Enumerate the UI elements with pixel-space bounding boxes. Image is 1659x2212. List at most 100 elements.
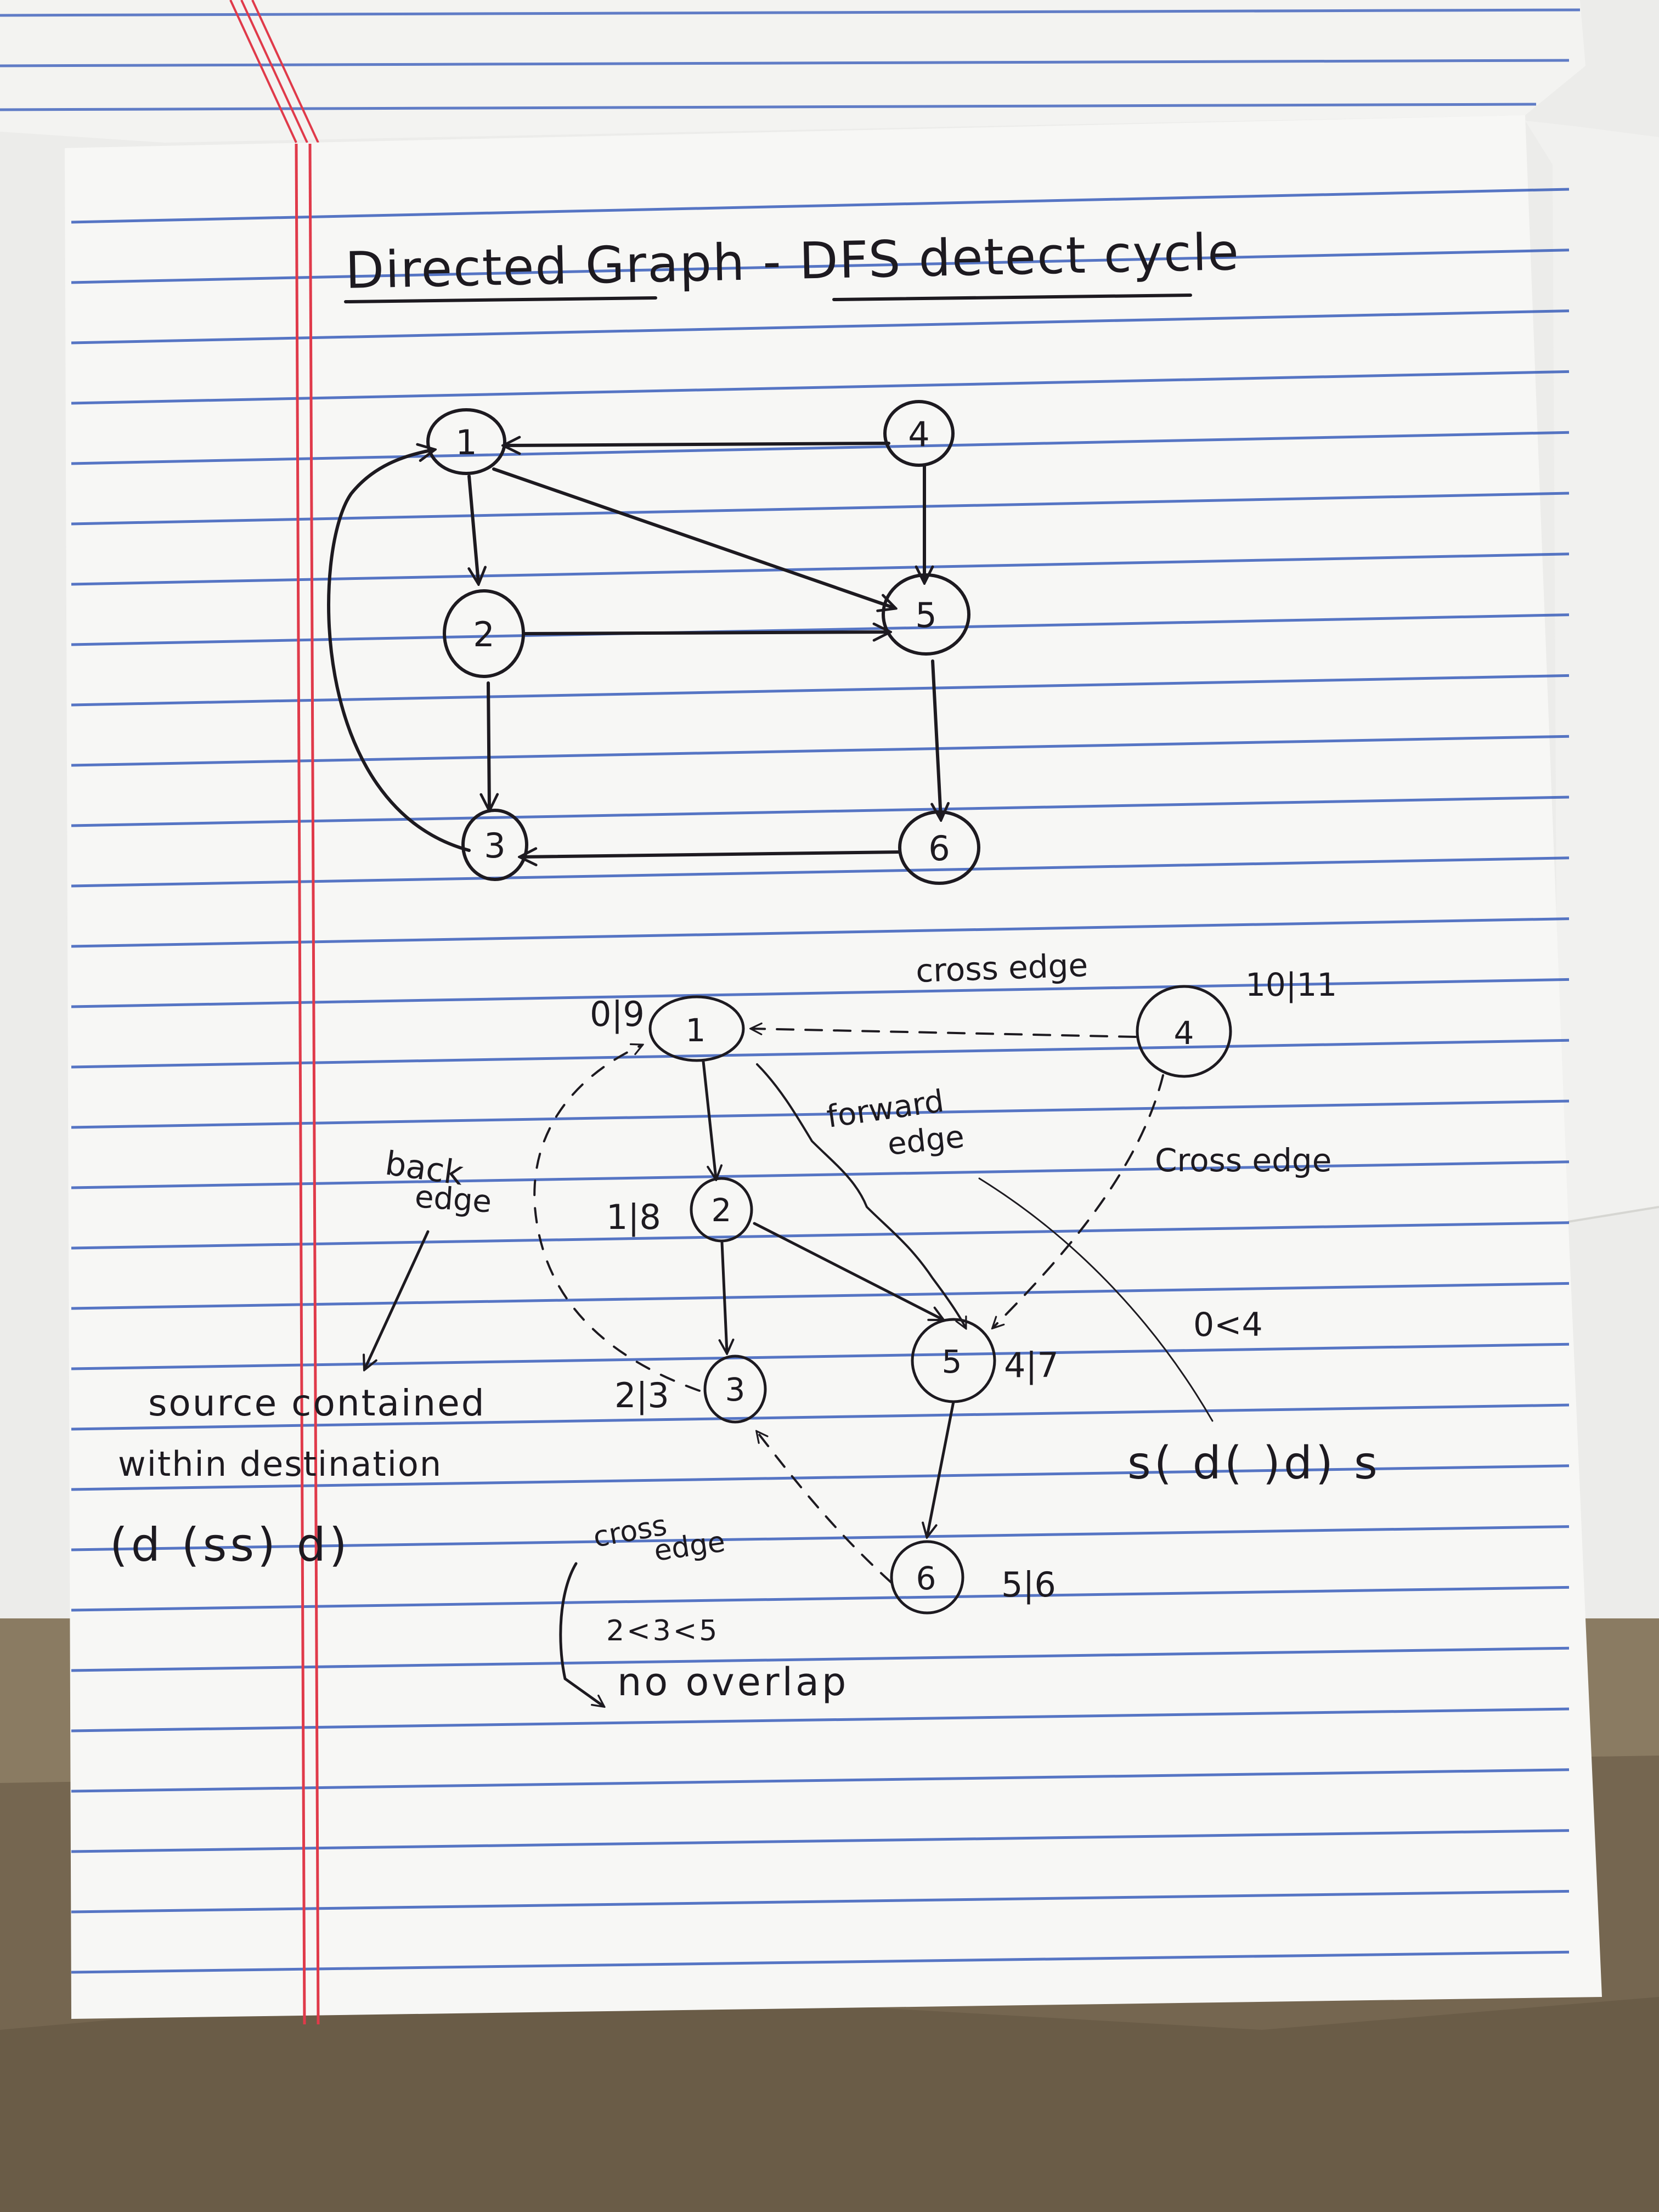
note-back-line1: source contained <box>148 1382 486 1424</box>
g1-edge-1-2 <box>467 475 478 583</box>
note-cross-overlap: no overlap <box>617 1660 849 1705</box>
ruled-line <box>71 1160 1570 1189</box>
ruled-line <box>71 674 1570 707</box>
ruled-line <box>71 492 1570 526</box>
ruled-line <box>71 978 1570 1008</box>
cross-note-brace <box>559 1562 578 1680</box>
ruled-line <box>71 1342 1570 1370</box>
ruled-line <box>71 552 1570 586</box>
g2-node-4: 4 <box>1136 985 1232 1078</box>
ruled-line <box>71 188 1570 224</box>
ruled-line <box>71 1768 1570 1793</box>
ruled-line <box>71 1221 1570 1250</box>
label-cross-edge-right: Cross edge <box>1155 1142 1331 1179</box>
svg-text:4: 4 <box>908 414 929 454</box>
ruled-lines <box>71 188 1570 1974</box>
label-forward-2: edge <box>886 1119 966 1163</box>
back-pages <box>1525 121 1659 1224</box>
ruled-line <box>71 1525 1570 1551</box>
curled-page <box>0 0 1585 143</box>
ruled-line <box>71 1282 1570 1310</box>
ruled-line <box>71 735 1570 767</box>
svg-text:3: 3 <box>484 826 505 866</box>
g1-node-2: 2 <box>443 589 525 678</box>
svg-text:2: 2 <box>473 614 494 654</box>
note-back-line2: within destination <box>118 1444 442 1484</box>
svg-text:5: 5 <box>915 595 936 635</box>
g2-node-1: 1 <box>648 995 745 1062</box>
note-cross-cmp: 2<3<5 <box>606 1615 719 1647</box>
g1-edge-3-1 <box>327 450 471 852</box>
ruled-line <box>71 856 1570 888</box>
g1-edge-2-3 <box>488 681 489 809</box>
ruled-line <box>71 795 1570 827</box>
g2-tree-edge-2-3 <box>722 1241 727 1352</box>
ruled-line <box>71 431 1570 465</box>
time-node-5: 4|7 <box>1004 1345 1059 1386</box>
label-back-2: edge <box>414 1179 493 1220</box>
g1-edge-1-5 <box>492 467 894 608</box>
g2-back-edge-3-1 <box>533 1045 701 1392</box>
svg-text:6: 6 <box>928 828 950 868</box>
g1-edge-2-5 <box>522 632 889 634</box>
ruled-line <box>71 1099 1570 1129</box>
time-node-3: 2|3 <box>614 1375 669 1416</box>
g2-cross-edge-4-1 <box>752 1029 1137 1038</box>
ruled-line <box>71 309 1570 345</box>
g2-node-5: 5 <box>911 1318 996 1403</box>
forward-note-line <box>978 1177 1214 1422</box>
graph-2: 1 2 3 4 5 6 0|9 1|8 2|3 10|11 4|7 5|6 cr <box>383 946 1337 1615</box>
g1-node-5: 5 <box>882 573 970 656</box>
svg-text:3: 3 <box>725 1371 746 1408</box>
note-back-line3: (d (ss) d) <box>110 1518 351 1572</box>
g1-node-6: 6 <box>898 810 980 885</box>
note-forward-cmp: 0<4 <box>1193 1306 1263 1344</box>
svg-text:1: 1 <box>686 1012 706 1049</box>
notes: source contained within destination (d (… <box>110 1177 1381 1706</box>
ruled-line <box>71 1950 1570 1974</box>
g1-edge-5-6 <box>933 659 941 819</box>
g1-node-4: 4 <box>883 400 955 467</box>
svg-text:1: 1 <box>455 422 477 462</box>
g2-cross-edge-6-3 <box>757 1432 893 1584</box>
time-node-6: 5|6 <box>1001 1565 1056 1605</box>
g2-node-6: 6 <box>890 1540 964 1615</box>
g1-edge-4-1 <box>505 443 890 445</box>
ruled-line <box>71 1646 1570 1672</box>
time-node-2: 1|8 <box>606 1197 661 1238</box>
ruled-line <box>71 1707 1570 1733</box>
cross-note-arrow <box>563 1677 603 1706</box>
graph-1: 1 2 3 4 5 6 <box>327 400 980 885</box>
g2-tree-edge-1-2 <box>702 1060 716 1178</box>
back-note-arrow <box>365 1230 430 1369</box>
g2-tree-edge-2-5 <box>753 1222 943 1319</box>
svg-text:4: 4 <box>1174 1014 1194 1052</box>
g1-node-3: 3 <box>461 809 528 881</box>
time-node-4: 10|11 <box>1245 966 1337 1003</box>
ruled-line <box>71 1585 1570 1612</box>
g2-node-2: 2 <box>690 1177 753 1243</box>
g2-tree-edge-5-6 <box>927 1400 955 1536</box>
g2-forward-edge-1-5 <box>756 1063 966 1328</box>
g2-cross-edge-4-5 <box>993 1074 1164 1328</box>
ruled-line <box>71 1039 1570 1069</box>
svg-text:2: 2 <box>712 1192 732 1229</box>
ruled-line <box>71 613 1570 646</box>
svg-text:5: 5 <box>942 1343 962 1380</box>
svg-text:6: 6 <box>916 1560 936 1597</box>
note-forward-paren: s( d( )d) s <box>1127 1437 1381 1489</box>
ruled-line <box>71 1403 1570 1431</box>
time-node-1: 0|9 <box>590 994 645 1035</box>
ruled-line <box>71 1464 1570 1491</box>
ruled-line <box>71 370 1570 405</box>
paper-sheet <box>65 115 1602 2025</box>
ruled-line <box>71 1829 1570 1853</box>
ruled-line <box>71 917 1570 948</box>
ruled-line <box>71 1889 1570 1914</box>
g1-node-1: 1 <box>426 408 506 475</box>
label-cross-edge-top: cross edge <box>915 946 1088 990</box>
g1-edge-6-3 <box>521 852 901 857</box>
ruled-line <box>71 249 1570 284</box>
g2-node-3: 3 <box>703 1355 767 1424</box>
